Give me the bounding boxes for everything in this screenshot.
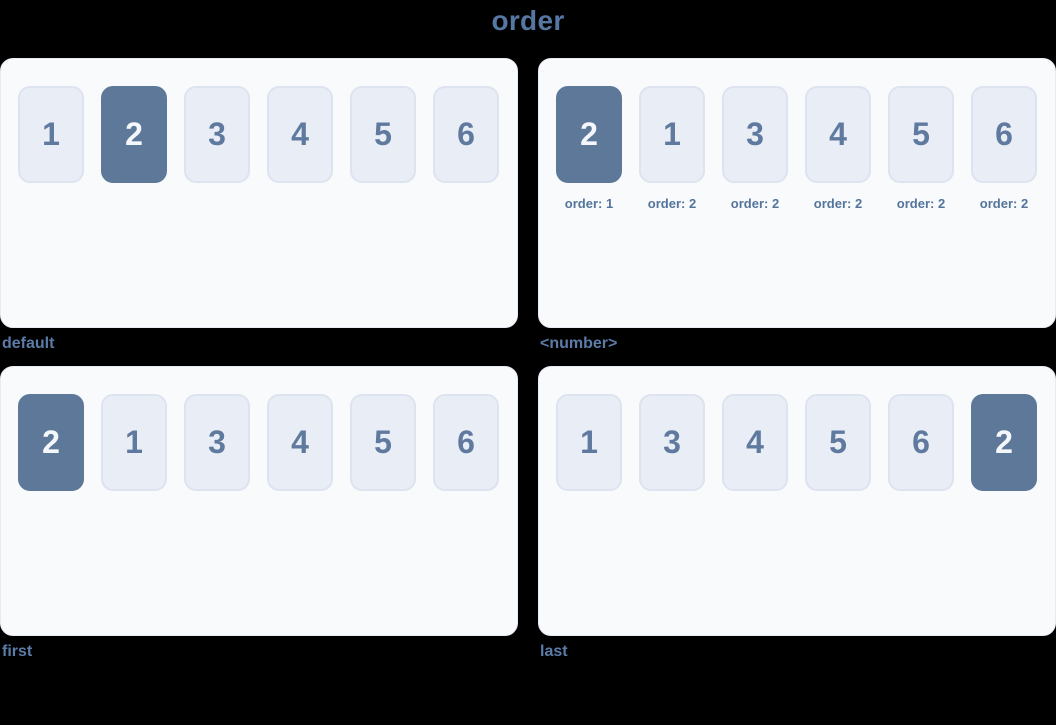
order-value-label: order: 2 [813, 196, 863, 211]
flex-item: 1 [639, 86, 705, 183]
flex-item: 6 [433, 394, 499, 491]
flex-item-cell: 5 [350, 394, 416, 491]
flex-item-cell: 4 [722, 394, 788, 491]
panel-number: 2 order: 1 1 order: 2 3 order: 2 4 order: 2 5 ord… [538, 58, 1056, 328]
flex-item: 1 [556, 394, 622, 491]
flex-item: 6 [971, 86, 1037, 183]
flex-item-cell: 1 order: 2 [639, 86, 705, 211]
flex-item: 5 [350, 86, 416, 183]
flex-item: 4 [722, 394, 788, 491]
flex-item-cell: 1 [18, 86, 84, 183]
flex-item-cell: 6 order: 2 [971, 86, 1037, 211]
flex-item-cell: 3 [639, 394, 705, 491]
flex-item-cell: 6 [888, 394, 954, 491]
flex-item-cell: 1 [556, 394, 622, 491]
demo-number: 2 order: 1 1 order: 2 3 order: 2 4 order: 2 5 ord… [538, 58, 1056, 353]
flex-row: 2 order: 1 1 order: 2 3 order: 2 4 order: 2 5 ord… [556, 86, 1039, 211]
order-value-label: order: 2 [896, 196, 946, 211]
flex-item-cell: 5 order: 2 [888, 86, 954, 211]
caption-default: default [2, 335, 55, 352]
flex-item: 1 [18, 86, 84, 183]
flex-item: 6 [888, 394, 954, 491]
flex-item-cell: 5 [350, 86, 416, 183]
flex-item: 4 [267, 86, 333, 183]
flex-item-highlighted: 2 [971, 394, 1037, 491]
flex-item-cell: 3 [184, 394, 250, 491]
flex-item-cell: 6 [433, 86, 499, 183]
flex-item-cell: 1 [101, 394, 167, 491]
flex-item-cell: 3 order: 2 [722, 86, 788, 211]
flex-item-cell: 3 [184, 86, 250, 183]
flex-item-highlighted: 2 [101, 86, 167, 183]
flex-item-cell: 6 [433, 394, 499, 491]
flex-item-cell: 5 [805, 394, 871, 491]
flex-item: 3 [184, 394, 250, 491]
flex-item: 3 [639, 394, 705, 491]
flex-item-cell: 4 [267, 394, 333, 491]
order-value-label: order: 1 [564, 196, 614, 211]
flex-item-cell: 2 [971, 394, 1037, 491]
flex-item-cell: 2 order: 1 [556, 86, 622, 211]
flex-item: 6 [433, 86, 499, 183]
flex-item: 5 [805, 394, 871, 491]
flex-item-cell: 4 [267, 86, 333, 183]
flex-item: 3 [722, 86, 788, 183]
caption-number: <number> [540, 335, 618, 352]
flex-item: 5 [350, 394, 416, 491]
flex-item: 4 [805, 86, 871, 183]
flex-item: 5 [888, 86, 954, 183]
flex-item-cell: 2 [18, 394, 84, 491]
order-value-label: order: 2 [647, 196, 697, 211]
flex-item: 1 [101, 394, 167, 491]
flex-item-highlighted: 2 [18, 394, 84, 491]
order-value-label: order: 2 [730, 196, 780, 211]
flex-item: 3 [184, 86, 250, 183]
flex-item: 4 [267, 394, 333, 491]
caption-first: first [2, 643, 33, 660]
flex-item-highlighted: 2 [556, 86, 622, 183]
flex-item-cell: 2 [101, 86, 167, 183]
order-value-label: order: 2 [979, 196, 1029, 211]
caption-last: last [540, 643, 568, 660]
flex-item-cell: 4 order: 2 [805, 86, 871, 211]
page-title: order [491, 5, 565, 36]
